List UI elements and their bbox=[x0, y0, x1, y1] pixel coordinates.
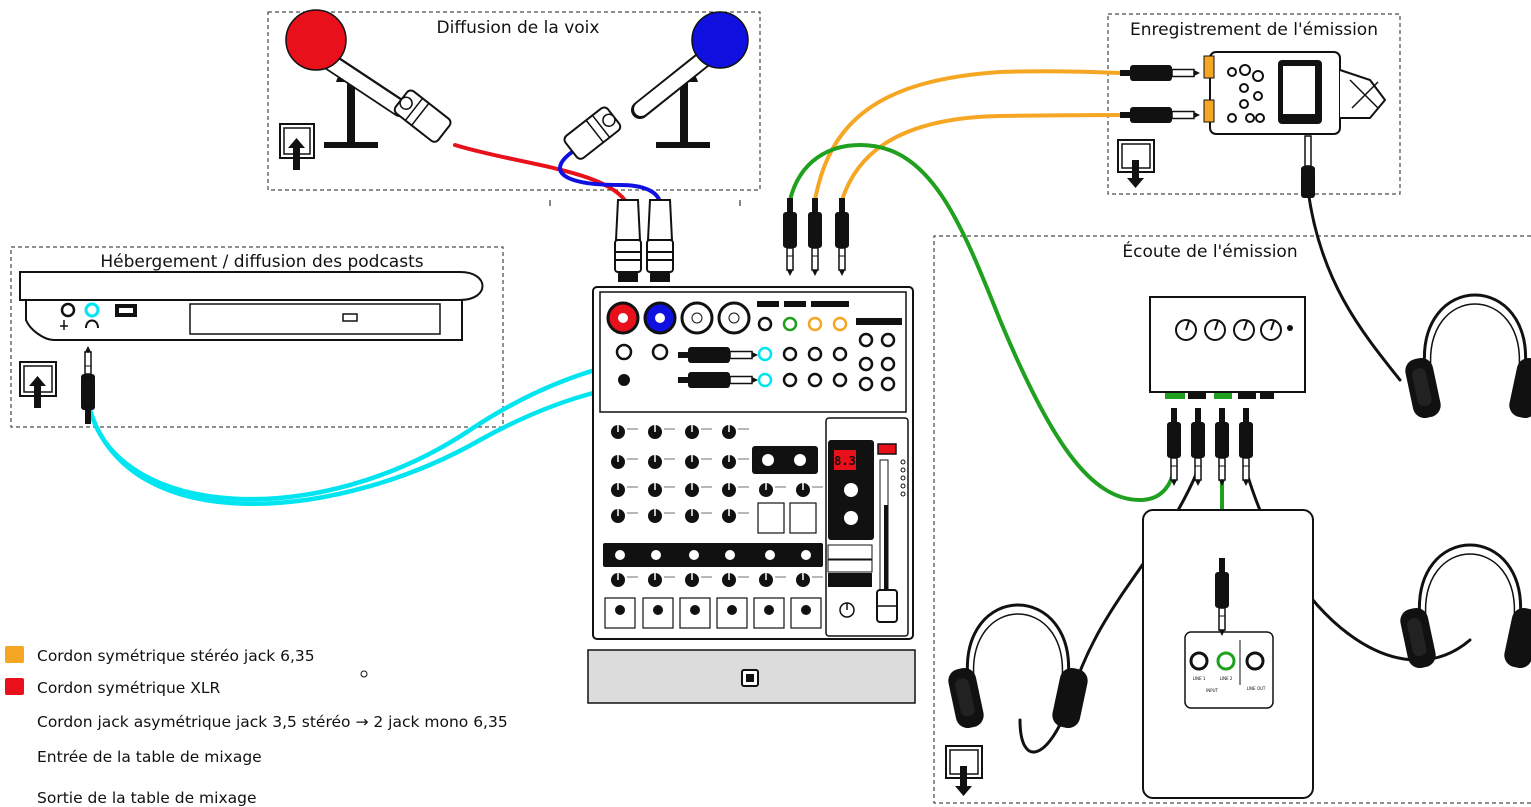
red-xlr-cable bbox=[453, 143, 630, 207]
jack-plug-amp-green-1 bbox=[1166, 407, 1182, 487]
hosting-group: Hébergement / diffusion des podcasts bbox=[10, 246, 504, 428]
black-cable-hp-right bbox=[1306, 188, 1402, 382]
legend-label: Cordon jack asymétrique jack 3,5 stéréo … bbox=[37, 713, 508, 731]
headphones-bottom-left bbox=[944, 603, 1092, 732]
voice-group-title: Diffusion de la voix bbox=[437, 18, 600, 38]
jack-plug-amp-black-1 bbox=[1190, 407, 1206, 487]
mixer-display: 8.3 bbox=[834, 454, 856, 468]
speaker-line2-label: LINE 2 bbox=[1220, 676, 1233, 681]
headphone-port-icon bbox=[85, 319, 99, 329]
recording-output-arrow-icon bbox=[1117, 139, 1155, 188]
legend-swatch-red bbox=[5, 678, 24, 695]
headphones-bottom-right bbox=[1396, 543, 1531, 672]
recorder bbox=[1203, 51, 1387, 135]
legend-swatch-orange bbox=[5, 646, 24, 663]
legend-label: Cordon symétrique stéréo jack 6,35 bbox=[37, 647, 315, 665]
speaker-input-label: INPUT bbox=[1206, 688, 1219, 693]
listening-output-arrow-icon bbox=[945, 745, 983, 796]
hosting-group-title: Hébergement / diffusion des podcasts bbox=[100, 252, 423, 272]
recording-group: Enregistrement de l'émission bbox=[1107, 13, 1401, 195]
microphone-blue bbox=[563, 11, 749, 160]
microphone-red bbox=[285, 9, 452, 148]
recorder-output-jack bbox=[1301, 135, 1315, 198]
speaker: LINE 1 LINE 2 INPUT LINE OUT bbox=[1142, 509, 1314, 799]
green-cable-main bbox=[788, 142, 1176, 503]
listening-group: Écoute de l'émission bbox=[933, 235, 1531, 804]
jack-plug-amp-black-2 bbox=[1238, 407, 1254, 487]
jack-plug-amp-green-2 bbox=[1214, 407, 1230, 487]
legend-item: Cordon symétrique XLR bbox=[5, 678, 220, 697]
orange-cable-b bbox=[840, 113, 1122, 202]
legend-item: Entrée de la table de mixage bbox=[37, 748, 262, 766]
jack-plug-orange-2 bbox=[834, 197, 850, 277]
voice-group: Diffusion de la voix bbox=[267, 11, 761, 191]
xlr-plug-red bbox=[614, 199, 642, 283]
recording-group-title: Enregistrement de l'émission bbox=[1130, 20, 1378, 40]
listening-group-title: Écoute de l'émission bbox=[1122, 240, 1297, 262]
jack-plug-orange-1 bbox=[807, 197, 823, 277]
mixer: 8.3 bbox=[587, 286, 916, 704]
headphone-amplifier bbox=[1149, 296, 1306, 399]
jack-plug-green bbox=[782, 197, 798, 277]
headphones-top-right bbox=[1401, 293, 1531, 422]
legend-label: Sortie de la table de mixage bbox=[37, 789, 257, 807]
legend-item: Sortie de la table de mixage bbox=[37, 789, 257, 807]
legend-item: Cordon symétrique stéréo jack 6,35 bbox=[5, 646, 315, 665]
speaker-line1-jack bbox=[1189, 651, 1209, 671]
blue-xlr-cable bbox=[558, 148, 662, 207]
speaker-line2-jack bbox=[1216, 651, 1236, 671]
laptop-output-arrow-icon bbox=[19, 361, 57, 408]
orange-cable-a bbox=[813, 69, 1122, 202]
laptop bbox=[19, 271, 484, 342]
jack-plug-recorder-1 bbox=[1119, 64, 1201, 82]
legend: Cordon symétrique stéréo jack 6,35 Cordo… bbox=[5, 646, 508, 807]
legend-label: Entrée de la table de mixage bbox=[37, 748, 262, 766]
input-arrow-icon bbox=[279, 123, 315, 170]
speaker-line1-label: LINE 1 bbox=[1193, 676, 1206, 681]
speaker-lineout-label: LINE OUT bbox=[1247, 686, 1266, 691]
legend-label: Cordon symétrique XLR bbox=[37, 679, 220, 697]
legend-item: Cordon jack asymétrique jack 3,5 stéréo … bbox=[37, 713, 508, 731]
xlr-plug-blue bbox=[646, 199, 674, 283]
jack-plug-recorder-2 bbox=[1119, 106, 1201, 124]
